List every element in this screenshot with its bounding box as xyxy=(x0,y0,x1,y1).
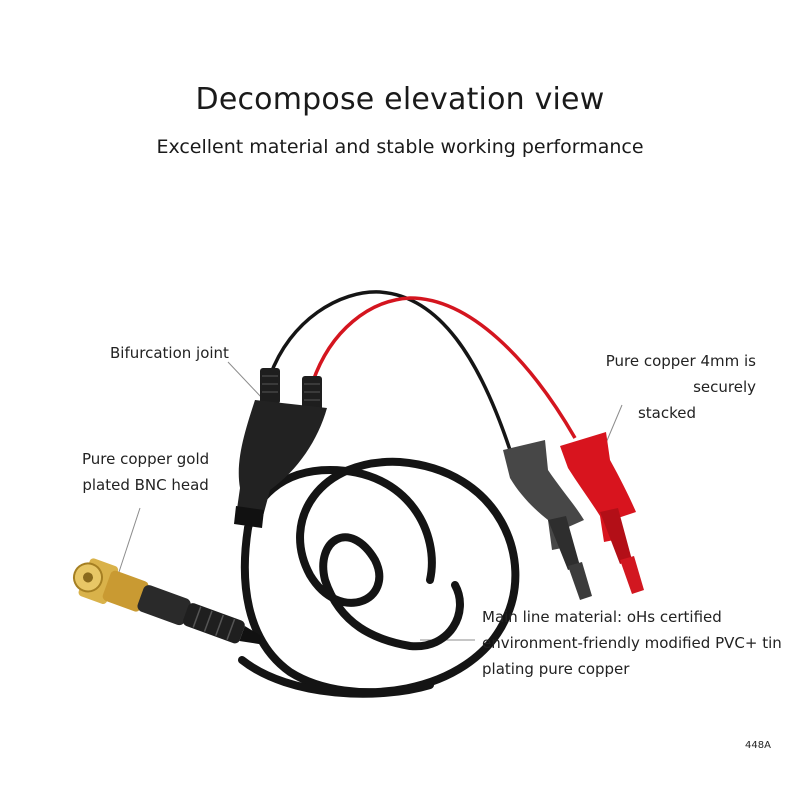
cable-callout: Main line material: oHs certified enviro… xyxy=(482,604,782,682)
plug-label-line2: stacked xyxy=(637,404,697,422)
main-cable-coil xyxy=(238,457,520,698)
red-lead-wire xyxy=(310,296,577,439)
bifurcation-joint xyxy=(234,368,327,528)
model-code: 448A xyxy=(745,740,771,751)
cable-label-line1: Main line material: oHs certified xyxy=(482,608,722,626)
bnc-head xyxy=(72,558,263,645)
page-subtitle: Excellent material and stable working pe… xyxy=(156,136,644,158)
leader-lines xyxy=(117,361,623,641)
bnc-label-line2: plated BNC head xyxy=(82,476,209,494)
black-banana-plug xyxy=(503,440,592,600)
plug-callout: Pure copper 4mm is securely stacked xyxy=(548,348,756,426)
bifurcation-callout: Bifurcation joint xyxy=(110,340,229,366)
page-title: Decompose elevation view xyxy=(195,82,605,117)
cable-label-line3: plating pure copper xyxy=(482,660,630,678)
bnc-callout: Pure copper gold plated BNC head xyxy=(82,446,209,498)
bifurcation-label: Bifurcation joint xyxy=(110,344,229,362)
red-banana-plug xyxy=(560,432,644,594)
cable-label-line2: environment-friendly modified PVC+ tin xyxy=(482,634,782,652)
black-lead-wire xyxy=(268,290,512,451)
bnc-label-line1: Pure copper gold xyxy=(82,450,210,468)
plug-label-line1: Pure copper 4mm is securely xyxy=(605,352,756,396)
